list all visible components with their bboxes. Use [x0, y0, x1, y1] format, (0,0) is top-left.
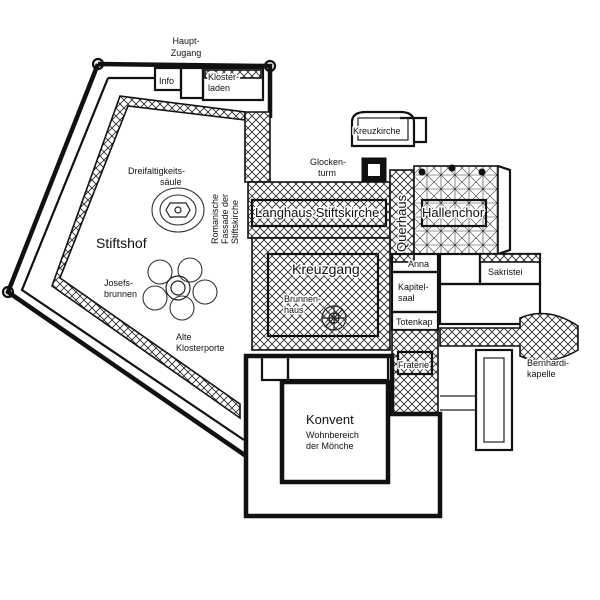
label-anna: Anna — [408, 259, 429, 269]
entrance-buildings — [153, 66, 265, 102]
label-wohnbereich-2: der Mönche — [306, 441, 354, 451]
label-wohnbereich: Wohnbereich — [306, 430, 359, 440]
brunnenhaus-fountain — [321, 305, 347, 331]
label-romanische-fassade-group: Romanische Fassade der Stiftskirche — [209, 192, 242, 245]
kreuzkirche-chapel — [350, 110, 428, 148]
label-brunnenhaus-2: haus — [284, 305, 304, 315]
kreuzgang — [251, 237, 391, 351]
dreifaltigkeitssaeule-monument — [151, 187, 205, 233]
stiftshof-arcade — [51, 95, 271, 420]
label-haupt-zugang: Haupt- — [172, 36, 199, 46]
sakristei — [438, 252, 542, 326]
label-josefsbrunnen-2: brunnen — [104, 289, 137, 299]
stiftskirche — [247, 164, 512, 263]
label-sakristei: Sakristei — [488, 267, 523, 277]
konvent — [243, 353, 443, 519]
label-brunnenhaus: Brunnen- — [284, 294, 321, 304]
label-querhaus: Querhaus — [394, 194, 409, 252]
label-romanische-fassade-3: Stiftskirche — [230, 200, 240, 244]
label-dreifaltigkeitssaeule-2: säule — [160, 177, 182, 187]
label-fraterie: Fraterie — [398, 360, 429, 370]
label-alte-klosterpforte-2: Klosterporte — [176, 343, 225, 353]
label-konvent: Konvent — [306, 412, 354, 427]
stiftshof-outer-wall — [1, 57, 277, 458]
label-stiftshof: Stiftshof — [96, 235, 147, 251]
bernhardikapelle — [439, 312, 579, 452]
label-romanische-fassade: Romanische — [210, 194, 220, 244]
label-totenkap: Totenkap — [396, 317, 433, 327]
label-kapitelsaal-2: saal — [398, 293, 415, 303]
east-wing-rooms — [390, 252, 440, 415]
label-kreuzgang: Kreuzgang — [292, 261, 360, 277]
label-querhaus-group: Querhaus — [393, 193, 411, 254]
label-alte-klosterpforte: Alte — [176, 332, 192, 342]
label-klosterladen: Kloster- — [208, 72, 239, 82]
josefsbrunnen-fountain — [142, 257, 218, 321]
label-kapitelsaal: Kapitel- — [398, 282, 429, 292]
label-langhaus: Langhaus Stiftskirche — [255, 205, 379, 220]
label-kreuzkirche: Kreuzkirche — [353, 126, 401, 136]
glockenturm — [361, 157, 387, 183]
label-hallenchor: Hallenchor — [422, 205, 485, 220]
label-haupt-zugang-2: Zugang — [171, 48, 202, 58]
label-romanische-fassade-2: Fassade der — [220, 194, 230, 244]
label-klosterladen-2: laden — [208, 83, 230, 93]
label-dreifaltigkeitssaeule: Dreifaltigkeits- — [128, 166, 185, 176]
label-glockenturm: Glocken- — [310, 157, 346, 167]
plan-labels: Haupt- Zugang Info Kloster- laden Kreuzk… — [95, 35, 571, 453]
label-bernhardikapelle-2: kapelle — [527, 369, 556, 379]
label-info: Info — [159, 76, 174, 86]
label-bernhardikapelle: Bernhardi- — [527, 358, 569, 368]
label-glockenturm-2: turm — [318, 168, 336, 178]
label-josefsbrunnen: Josefs- — [104, 278, 133, 288]
